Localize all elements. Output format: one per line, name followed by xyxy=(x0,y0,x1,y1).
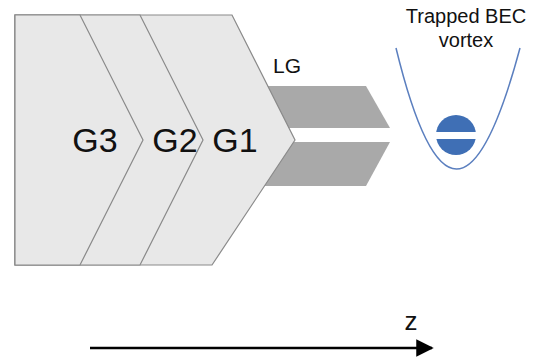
z-axis xyxy=(90,347,432,350)
plate-shape xyxy=(15,15,295,265)
plate-label: G3 xyxy=(72,121,117,160)
grating-plate: G3 xyxy=(15,15,180,265)
axis-label: z xyxy=(405,306,418,337)
vortex-core xyxy=(434,132,478,139)
plate-label: G1 xyxy=(212,121,257,160)
beam-label: LG xyxy=(273,53,301,78)
trap-label: Trapped BEC vortex xyxy=(396,4,536,52)
plate-label: G2 xyxy=(152,121,197,160)
trap-potential xyxy=(396,48,520,169)
